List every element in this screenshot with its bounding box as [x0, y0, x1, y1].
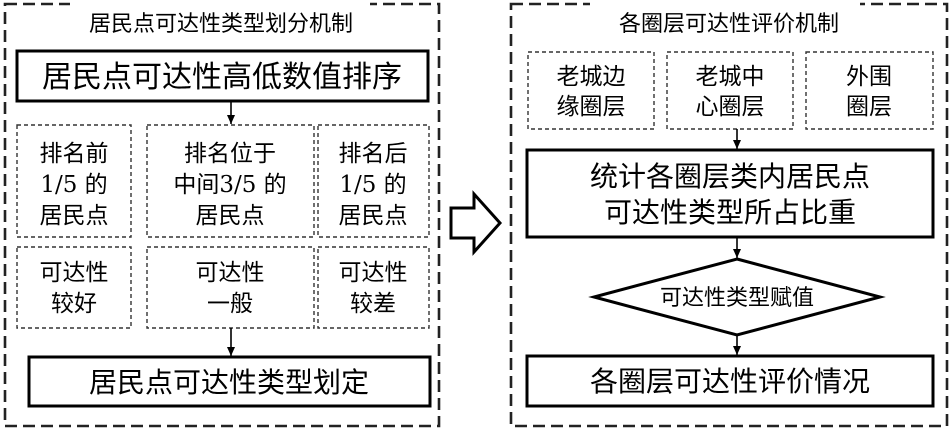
level-box-poor-line-2: 较差 — [350, 291, 396, 317]
rank-box-bottom-line-2: 1/5 的 — [339, 172, 406, 198]
decision-label: 可达性类型赋值 — [660, 286, 814, 311]
left-result-box — [27, 355, 432, 408]
ring-box-old-city-center — [666, 51, 794, 130]
right-result-box — [525, 354, 935, 408]
rank-box-bottom — [317, 124, 430, 238]
ring-box-outer-line-2: 圈层 — [846, 94, 892, 120]
rank-box-bottom-line-3: 居民点 — [339, 203, 408, 229]
stat-box-line-1: 统计各圈层类内居民点 — [590, 160, 870, 193]
rank-box-bottom-line-1: 排名后 — [339, 141, 408, 167]
left-panel-title: 居民点可达性类型划分机制 — [89, 12, 353, 37]
stat-box-line-2: 可达性类型所占比重 — [604, 196, 856, 229]
level-box-poor — [317, 246, 430, 329]
level-box-poor-line-1: 可达性 — [339, 260, 408, 286]
right-panel-title: 各圈层可达性评价机制 — [619, 12, 839, 37]
ring-box-old-city-center-line-2: 心圈层 — [696, 94, 765, 120]
ring-box-outer — [805, 51, 934, 130]
rank-box-middle-line-1: 排名位于 — [184, 141, 276, 167]
rank-box-top — [16, 124, 132, 238]
ring-box-outer-line-1: 外围 — [846, 64, 892, 90]
ring-box-old-city-center-line-1: 老城中 — [696, 64, 765, 90]
level-box-good-line-2: 较好 — [51, 291, 97, 317]
stat-box — [525, 148, 935, 239]
ring-box-old-city-edge-line-2: 缘圈层 — [557, 94, 626, 120]
rank-box-top-line-1: 排名前 — [40, 141, 109, 167]
ring-box-old-city-edge-line-1: 老城边 — [557, 64, 626, 90]
ring-box-old-city-edge — [527, 51, 655, 130]
sort-box-label: 居民点可达性高低数值排序 — [42, 60, 402, 95]
level-box-average-line-2: 一般 — [207, 291, 253, 317]
left-result-box-label: 居民点可达性类型划定 — [89, 366, 369, 399]
right-result-box-label: 各圈层可达性评价情况 — [590, 365, 870, 398]
rank-box-top-line-3: 居民点 — [40, 203, 109, 229]
level-box-good-line-1: 可达性 — [40, 260, 109, 286]
rank-box-middle — [146, 124, 315, 238]
level-box-average-line-1: 可达性 — [196, 260, 265, 286]
left-panel-title-gap — [70, 0, 370, 14]
level-box-average — [146, 246, 315, 329]
right-panel-title-gap — [590, 0, 860, 14]
level-box-good — [16, 246, 132, 329]
rank-box-top-line-2: 1/5 的 — [40, 172, 107, 198]
rank-box-middle-line-2: 中间3/5 的 — [173, 172, 286, 198]
sort-box — [15, 49, 430, 103]
rank-box-middle-line-3: 居民点 — [196, 203, 265, 229]
hollow-right-arrow-icon — [449, 190, 503, 256]
